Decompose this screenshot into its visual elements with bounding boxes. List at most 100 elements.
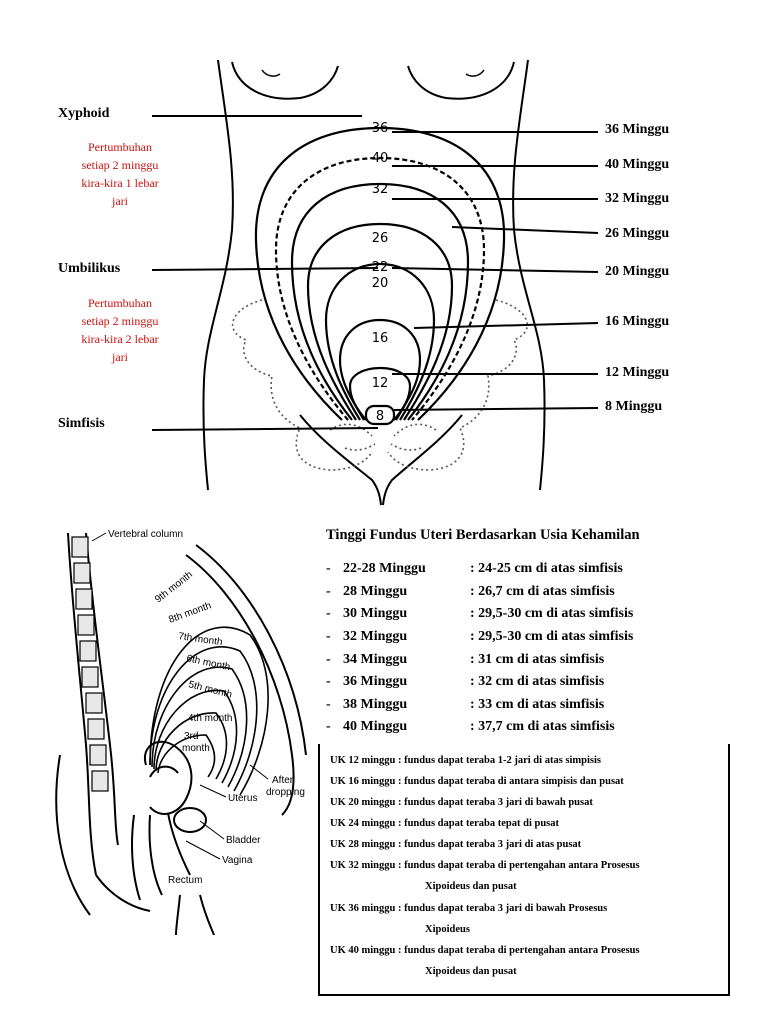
week-label-26: 26 Minggu xyxy=(605,226,670,241)
contour-26-week xyxy=(306,222,454,421)
row-week: 34 Minggu xyxy=(343,652,408,667)
contour-number-8: 8 xyxy=(376,409,384,424)
week-label-20: 20 Minggu xyxy=(605,264,670,279)
uk-line: UK 16 minggu : fundus dapat teraba di an… xyxy=(330,776,624,787)
week-label-12: 12 Minggu xyxy=(605,365,670,380)
label-uterus: Uterus xyxy=(228,793,257,804)
contour-40-week xyxy=(274,156,486,421)
spine-front xyxy=(85,532,119,846)
uk-line-continued: Xipoideus dan pusat xyxy=(425,881,517,892)
note-lower: Pertumbuhan setiap 2 minggu kira-kira 2 … xyxy=(55,294,185,366)
groin-left xyxy=(299,414,382,506)
leader-umbilikus xyxy=(151,267,379,271)
note-upper-line: setiap 2 minggu xyxy=(81,158,159,172)
row-dash: - xyxy=(326,674,331,689)
contour-36-week xyxy=(254,126,506,421)
row-value: : 32 cm di atas simfisis xyxy=(470,674,605,689)
row-value: : 29,5-30 cm di atas simfisis xyxy=(470,606,634,621)
contour-32-week xyxy=(290,182,470,421)
row-dash: - xyxy=(326,584,331,599)
uk-line: UK 24 minggu : fundus dapat teraba tepat… xyxy=(330,818,560,829)
contour-8-week xyxy=(364,404,396,426)
sagittal-pregnancy-diagram: Vertebral column 9th month 8th month 7th… xyxy=(55,529,307,935)
row-week: 38 Minggu xyxy=(343,697,408,712)
breast-right xyxy=(407,61,515,100)
row-week: 28 Minggu xyxy=(343,584,408,599)
contour-number-16: 16 xyxy=(372,331,389,346)
label-5th-month: 5th month xyxy=(187,679,233,700)
spine-back xyxy=(67,532,97,876)
contour-16-week xyxy=(338,318,422,421)
uk-line: UK 28 minggu : fundus dapat teraba 3 jar… xyxy=(330,839,582,850)
label-dropping: dropping xyxy=(266,787,305,798)
row-dash: - xyxy=(326,606,331,621)
row-week: 40 Minggu xyxy=(343,719,408,734)
torso-right-outline xyxy=(512,59,546,491)
row-week: 32 Minggu xyxy=(343,629,408,644)
leader-26 xyxy=(451,226,599,234)
row-value: : 37,7 cm di atas simfisis xyxy=(470,719,615,734)
label-bladder: Bladder xyxy=(226,835,261,846)
uk-line: UK 32 minggu : fundus dapat teraba di pe… xyxy=(330,860,640,871)
label-simfisis: Simfisis xyxy=(58,416,105,431)
week-label-36: 36 Minggu xyxy=(605,122,670,137)
note-lower-line: setiap 2 minggu xyxy=(81,314,159,328)
note-upper-line: kira-kira 1 lebar xyxy=(81,176,159,190)
week-label-32: 32 Minggu xyxy=(605,191,670,206)
pelvis-left-dotted xyxy=(231,299,373,471)
label-9th-month: 9th month xyxy=(153,569,195,605)
groin-right xyxy=(382,414,463,506)
contour-number-20: 20 xyxy=(372,276,389,291)
leader-16 xyxy=(413,322,599,329)
label-xyphoid: Xyphoid xyxy=(58,106,110,121)
uk-line: UK 40 minggu : fundus dapat teraba di pe… xyxy=(330,945,640,956)
week-label-16: 16 Minggu xyxy=(605,314,670,329)
contour-20-week xyxy=(324,262,436,421)
label-4th-month: 4th month xyxy=(188,713,232,724)
fundus-table-title: Tinggi Fundus Uteri Berdasarkan Usia Keh… xyxy=(326,527,640,543)
uk-line-continued: Xipoideus dan pusat xyxy=(425,966,517,977)
note-upper-line: Pertumbuhan xyxy=(88,140,152,154)
uk-line: UK 20 minggu : fundus dapat teraba 3 jar… xyxy=(330,797,593,808)
contour-number-32: 32 xyxy=(372,182,389,197)
row-value: : 31 cm di atas simfisis xyxy=(470,652,605,667)
note-lower-line: kira-kira 2 lebar xyxy=(81,332,159,346)
row-dash: - xyxy=(326,561,331,576)
leader-8 xyxy=(393,407,599,411)
week-label-8: 8 Minggu xyxy=(605,399,663,414)
note-lower-line: jari xyxy=(112,350,128,364)
row-dash: - xyxy=(326,719,331,734)
row-dash: - xyxy=(326,629,331,644)
abdomen-outline xyxy=(185,554,295,816)
breast-left xyxy=(231,61,339,100)
contour-number-12: 12 xyxy=(372,376,389,391)
week-label-40: 40 Minggu xyxy=(605,157,670,172)
note-upper-line: jari xyxy=(112,194,128,208)
contour-number-36: 36 xyxy=(372,121,389,136)
note-upper: Pertumbuhan setiap 2 minggu kira-kira 1 … xyxy=(55,138,185,210)
label-after: After xyxy=(272,775,294,786)
row-value: : 29,5-30 cm di atas simfisis xyxy=(470,629,634,644)
fundal-height-diagram: 36 40 32 26 22 20 16 12 8 xyxy=(151,59,599,506)
label-umbilikus: Umbilikus xyxy=(58,261,121,276)
row-week: 30 Minggu xyxy=(343,606,408,621)
uk-line-continued: Xipoideus xyxy=(425,924,470,935)
row-week: 22-28 Minggu xyxy=(343,561,426,576)
uk-line: UK 12 minggu : fundus dapat teraba 1-2 j… xyxy=(330,755,601,766)
contour-number-22: 22 xyxy=(372,260,389,275)
contour-number-40: 40 xyxy=(372,151,389,166)
label-rectum: Rectum xyxy=(168,875,202,886)
contour-12-week xyxy=(348,366,412,421)
label-vagina: Vagina xyxy=(222,855,253,866)
leader-simfisis xyxy=(151,427,379,431)
label-3rd: 3rd xyxy=(184,731,198,742)
bladder-shape xyxy=(173,807,207,833)
row-value: : 33 cm di atas simfisis xyxy=(470,697,605,712)
pelvis-right-dotted xyxy=(387,299,529,471)
label-3rd-month: month xyxy=(182,743,210,754)
row-week: 36 Minggu xyxy=(343,674,408,689)
label-6th-month: 6th month xyxy=(185,653,231,673)
note-lower-line: Pertumbuhan xyxy=(88,296,152,310)
row-value: : 24-25 cm di atas simfisis xyxy=(470,561,623,576)
contour-number-26: 26 xyxy=(372,231,389,246)
